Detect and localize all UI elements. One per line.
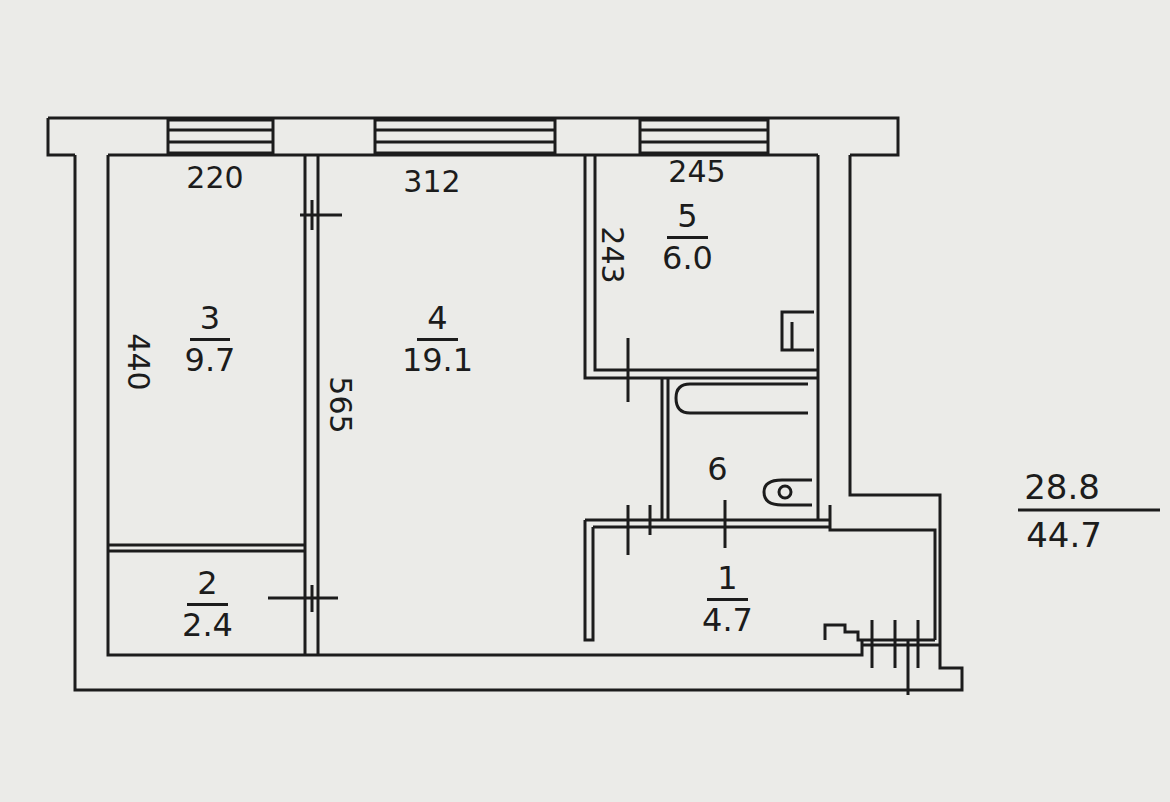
room: 6 [675,440,760,500]
inner-wall [817,155,820,520]
area-total: 44.7 [1026,518,1102,552]
room-number: 4 [417,302,457,341]
dimension: 440 [123,333,153,390]
room-number: 6 [707,453,727,487]
partition [585,520,830,527]
inner-wall [830,505,935,640]
toilet [779,486,791,498]
dimension: 220 [186,163,243,193]
window [168,141,273,144]
outer-wall [75,155,962,690]
window [375,141,555,144]
room: 419.1 [330,255,545,425]
dimension: 245 [668,157,725,187]
window [640,129,768,132]
window [640,141,768,144]
partition [108,545,305,551]
door-mark [627,338,630,402]
window [640,120,768,153]
partition [585,155,818,378]
room-area: 4.7 [702,604,753,638]
room-number: 2 [187,567,227,606]
room: 22.4 [115,560,300,650]
bathtub [676,384,808,413]
dimension: 312 [403,167,460,197]
door-mark [300,200,342,230]
room-area: 9.7 [185,344,236,378]
window [168,120,273,153]
door-mark [628,505,650,555]
room-number: 3 [190,302,230,341]
area-total: 28.8 [1024,470,1100,504]
window [168,129,273,132]
toilet [764,480,812,505]
partition [585,520,593,640]
dimension: 243 [597,226,627,283]
outer-wall [48,118,898,155]
window [375,120,555,153]
fraction-line [1018,509,1160,512]
stairs [862,620,940,695]
room-area: 19.1 [402,344,473,378]
window [375,129,555,132]
sink [782,312,814,350]
room-number: 5 [667,200,707,239]
room: 14.7 [640,555,815,645]
partition [662,378,668,520]
room-area: 6.0 [662,242,713,276]
dimension: 565 [325,376,355,433]
room-number: 1 [707,562,747,601]
inner-wall [108,155,862,655]
door-mark [724,500,727,548]
room-area: 2.4 [182,609,233,643]
door-mark [268,585,338,612]
